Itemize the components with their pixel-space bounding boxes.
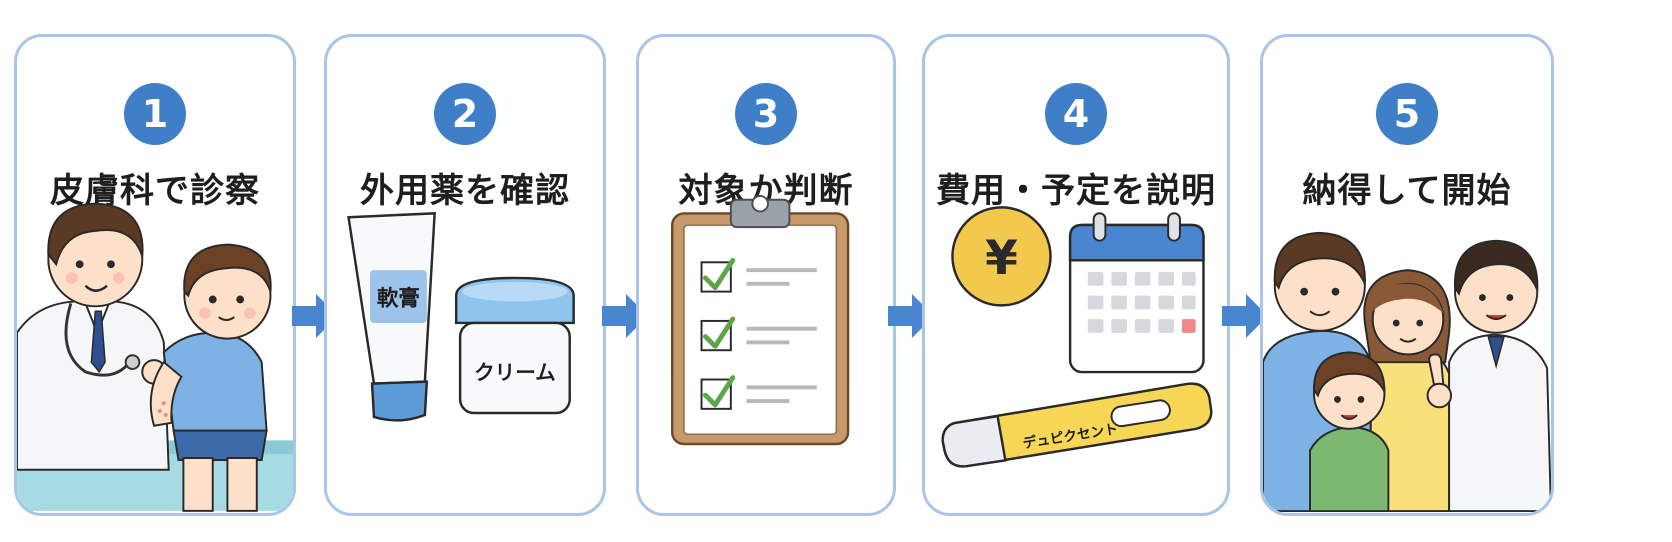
step-card-5: 5 納得して開始 (1260, 34, 1554, 516)
step-card-4: 4 費用・予定を説明 ¥ (922, 34, 1230, 516)
step-card-1: 1 皮膚科で診察 (14, 34, 296, 516)
step-number-badge: 5 (1376, 83, 1438, 145)
family-with-doctor-illustration (1263, 231, 1551, 513)
doctor-examining-child-illustration (17, 202, 293, 512)
step-number-badge: 1 (124, 83, 186, 145)
step-number-badge: 4 (1045, 83, 1107, 145)
step-title: 納得して開始 (1302, 171, 1512, 211)
step-title: 外用薬を確認 (360, 171, 570, 211)
ointment-label: 軟膏 (377, 285, 420, 311)
cost-schedule-illustration: ¥ デュピクセント (941, 206, 1213, 468)
topical-medicine-illustration: 軟膏 クリーム (347, 212, 575, 422)
currency-symbol: ¥ (985, 231, 1018, 286)
step-number-badge: 2 (434, 83, 496, 145)
injection-pen-icon: デュピクセント (941, 382, 1213, 468)
checklist-clipboard-icon (670, 194, 850, 446)
yen-coin-icon: ¥ (951, 206, 1052, 307)
step-card-2: 2 外用薬を確認 軟膏 クリーム (324, 34, 606, 516)
cream-label: クリーム (474, 361, 556, 385)
step-card-3: 3 対象か判断 (636, 34, 896, 516)
calendar-icon (1068, 212, 1205, 374)
step-number-badge: 3 (735, 83, 797, 145)
step-title: 費用・予定を説明 (936, 171, 1216, 211)
arrow-right-icon (1222, 294, 1268, 338)
